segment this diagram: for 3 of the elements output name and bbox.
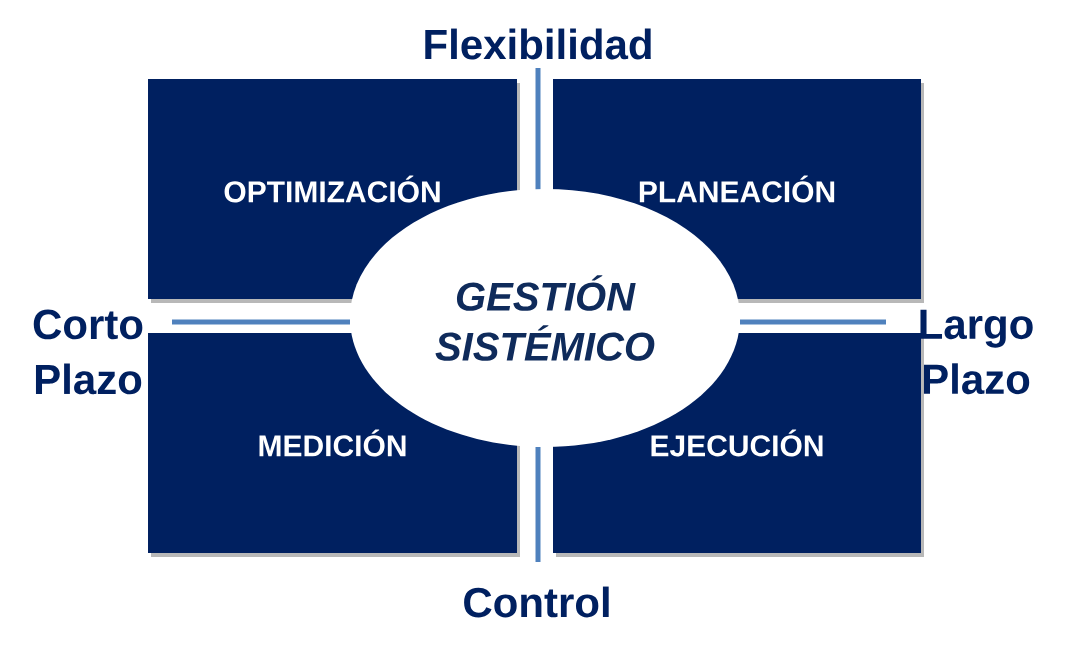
axis-label: Flexibilidad: [425, 28, 651, 60]
axis-label: Corto Plazo: [33, 309, 143, 395]
axis-label: Control: [464, 586, 609, 618]
